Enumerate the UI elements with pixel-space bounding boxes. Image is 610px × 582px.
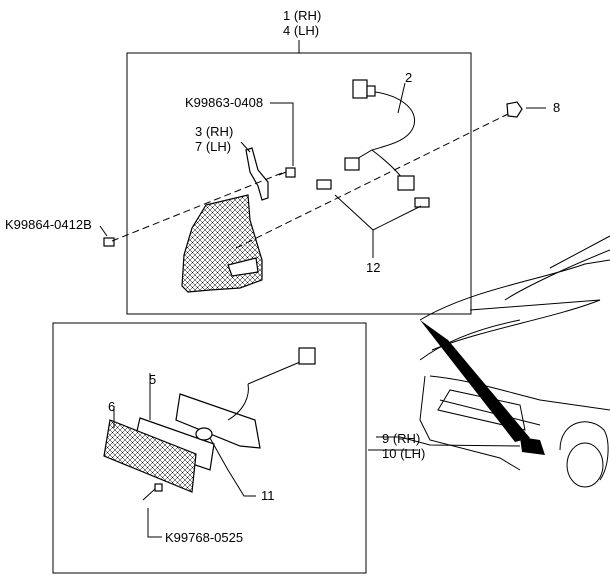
label-bulbs: 12 xyxy=(366,260,380,275)
leader-wedge xyxy=(420,320,530,442)
side-lens xyxy=(103,419,197,493)
label-bracket-rh: 3 (RH) xyxy=(195,124,233,139)
bulb-icon xyxy=(316,179,430,208)
label-bolt-left: K99864-0412B xyxy=(5,217,92,232)
label-screw: K99768-0525 xyxy=(165,530,243,545)
bolt-upper-icon xyxy=(278,167,296,178)
upper-assembly-frame xyxy=(126,52,472,315)
label-side-lamp-rh: 9 (RH) xyxy=(382,431,420,446)
label-bracket-lh: 7 (LH) xyxy=(195,139,231,154)
label-bolt-upper: K99863-0408 xyxy=(185,95,263,110)
label-side-lamp-lh: 10 (LH) xyxy=(382,446,425,461)
label-assembly-rh: 1 (RH) xyxy=(283,8,321,23)
bolt-left-icon xyxy=(103,237,115,247)
bracket xyxy=(245,147,269,201)
lower-assembly-frame xyxy=(52,322,367,574)
vehicle-outline xyxy=(419,235,610,488)
screw-icon xyxy=(142,483,163,501)
label-side-bulb: 11 xyxy=(261,488,275,503)
label-clip: 8 xyxy=(553,100,560,115)
label-lens: 6 xyxy=(108,399,115,414)
combination-lamp-housing xyxy=(181,194,263,293)
side-lamp-housing xyxy=(175,347,316,449)
clip-icon xyxy=(506,101,523,118)
label-assembly-lh: 4 (LH) xyxy=(283,23,319,38)
label-gasket: 5 xyxy=(149,372,156,387)
side-bulb-icon xyxy=(195,427,213,441)
label-socket-harness: 2 xyxy=(405,70,412,85)
socket-harness xyxy=(344,79,415,191)
